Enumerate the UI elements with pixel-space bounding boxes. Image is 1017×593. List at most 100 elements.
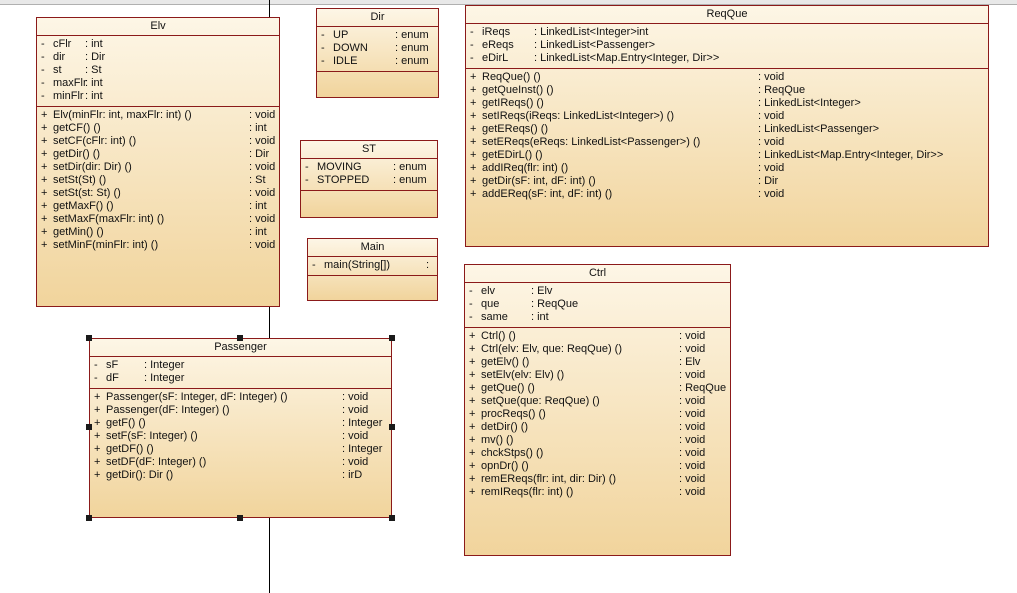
attribute-row[interactable]: -MOVING: enum [301,161,437,174]
visibility-marker: + [470,162,477,174]
operation-row[interactable]: +setSt(st: St) (): void [37,187,279,200]
attribute-row[interactable]: -dF: Integer [90,372,391,385]
operation-row[interactable]: +getQueInst() (): ReqQue [466,84,988,97]
operation-row[interactable]: +setIReqs(iReqs: LinkedList<Integer>) ()… [466,110,988,123]
visibility-marker: - [305,161,309,173]
selection-handle-top-middle[interactable] [237,335,243,341]
operation-row[interactable]: +setDF(dF: Integer) (): void [90,456,391,469]
visibility-marker: + [41,122,48,134]
visibility-marker: - [41,77,45,89]
operation-row[interactable]: +setSt(St) (): St [37,174,279,187]
operation-row[interactable]: +Elv(minFlr: int, maxFlr: int) (): void [37,109,279,122]
operation-row[interactable]: +setMaxF(maxFlr: int) (): void [37,213,279,226]
operation-row[interactable]: +ReqQue() (): void [466,71,988,84]
class-dir[interactable]: Dir -UP: enum-DOWN: enum-IDLE: enum [316,8,439,98]
attribute-row[interactable]: -DOWN: enum [317,42,438,55]
attribute-row[interactable]: -maxFlr: int [37,77,279,90]
operation-row[interactable]: +Ctrl(elv: Elv, que: ReqQue) (): void [465,343,730,356]
class-reqque[interactable]: ReqQue -iReqs: LinkedList<Integer>int-eR… [465,5,989,247]
class-name: Ctrl [465,265,730,283]
attributes-section: -elv: Elv-que: ReqQue-same: int [465,283,730,328]
operation-row[interactable]: +getElv() (): Elv [465,356,730,369]
operation-row[interactable]: +mv() (): void [465,434,730,447]
attribute-type: : enum [393,161,427,173]
return-type: : Integer [342,417,383,429]
attribute-name: same [481,311,508,323]
operation-row[interactable]: +getDir() (): Dir [37,148,279,161]
operation-row[interactable]: +getF() (): Integer [90,417,391,430]
operation-row[interactable]: +setMinF(minFlr: int) (): void [37,239,279,252]
operation-row[interactable]: +getEDirL() (): LinkedList<Map.Entry<Int… [466,149,988,162]
operation-row[interactable]: +getMin() (): int [37,226,279,239]
attribute-type: : Elv [531,285,553,297]
operation-row[interactable]: +setQue(que: ReqQue) (): void [465,395,730,408]
operation-signature: ReqQue() () [482,71,541,83]
selection-handle-bottom-right[interactable] [389,515,395,521]
operation-row[interactable]: +getQue() (): ReqQue [465,382,730,395]
attribute-row[interactable]: -que: ReqQue [465,298,730,311]
operation-row[interactable]: +remEReqs(flr: int, dir: Dir) (): void [465,473,730,486]
operation-row[interactable]: +getMaxF() (): int [37,200,279,213]
class-elv[interactable]: Elv -cFlr: int-dir: Dir-st: St-maxFlr: i… [36,17,280,307]
class-st[interactable]: ST -MOVING: enum-STOPPED: enum [300,140,438,218]
selection-handle-top-left[interactable] [86,335,92,341]
visibility-marker: - [470,26,474,38]
class-passenger[interactable]: Passenger -sF: Integer-dF: Integer +Pass… [89,338,392,518]
attribute-row[interactable]: -STOPPED: enum [301,174,437,187]
operation-row[interactable]: +setEReqs(eReqs: LinkedList<Passenger>) … [466,136,988,149]
selection-handle-top-right[interactable] [389,335,395,341]
visibility-marker: + [470,175,477,187]
attribute-row[interactable]: -dir: Dir [37,51,279,64]
operation-row[interactable]: +Passenger(dF: Integer) (): void [90,404,391,417]
attribute-row[interactable]: -eDirL: LinkedList<Map.Entry<Integer, Di… [466,52,988,65]
attribute-name: main(String[]) [324,259,391,271]
operation-row[interactable]: +getCF() (): int [37,122,279,135]
operation-row[interactable]: +setCF(cFlr: int) (): void [37,135,279,148]
operation-row[interactable]: +addIReq(flr: int) (): void [466,162,988,175]
operation-row[interactable]: +addEReq(sF: int, dF: int) (): void [466,188,988,201]
operation-row[interactable]: +setElv(elv: Elv) (): void [465,369,730,382]
operation-row[interactable]: +procReqs() (): void [465,408,730,421]
operation-row[interactable]: +setF(sF: Integer) (): void [90,430,391,443]
visibility-marker: + [470,188,477,200]
attribute-row[interactable]: -st: St [37,64,279,77]
operation-row[interactable]: +remIReqs(flr: int) (): void [465,486,730,499]
operation-row[interactable]: +getDir(sF: int, dF: int) (): Dir [466,175,988,188]
selection-handle-middle-left[interactable] [86,424,92,430]
class-ctrl[interactable]: Ctrl -elv: Elv-que: ReqQue-same: int +Ct… [464,264,731,556]
operation-row[interactable]: +getDir(): Dir (): irD [90,469,391,482]
operation-row[interactable]: +getEReqs() (): LinkedList<Passenger> [466,123,988,136]
attribute-row[interactable]: -iReqs: LinkedList<Integer>int [466,26,988,39]
visibility-marker: + [469,460,476,472]
operation-row[interactable]: +setDir(dir: Dir) (): void [37,161,279,174]
operation-row[interactable]: +detDir() (): void [465,421,730,434]
attributes-section: -UP: enum-DOWN: enum-IDLE: enum [317,27,438,72]
operation-signature: getDir(sF: int, dF: int) () [482,175,596,187]
attribute-row[interactable]: -cFlr: int [37,38,279,51]
class-main[interactable]: Main -main(String[]): [307,238,438,301]
attribute-row[interactable]: -same: int [465,311,730,324]
visibility-marker: - [321,42,325,54]
operation-row[interactable]: +getIReqs() (): LinkedList<Integer> [466,97,988,110]
operation-row[interactable]: +Ctrl() (): void [465,330,730,343]
attribute-row[interactable]: -IDLE: enum [317,55,438,68]
visibility-marker: + [41,200,48,212]
attribute-row[interactable]: -sF: Integer [90,359,391,372]
attribute-row[interactable]: -minFlr: int [37,90,279,103]
visibility-marker: + [470,110,477,122]
operation-row[interactable]: +getDF() (): Integer [90,443,391,456]
visibility-marker: + [469,356,476,368]
attribute-row[interactable]: -main(String[]): [308,259,437,272]
selection-handle-middle-right[interactable] [389,424,395,430]
return-type: : void [249,109,276,121]
operation-row[interactable]: +Passenger(sF: Integer, dF: Integer) ():… [90,391,391,404]
operation-signature: setDF(dF: Integer) () [106,456,207,468]
operation-row[interactable]: +chckStps() (): void [465,447,730,460]
operation-row[interactable]: +opnDr() (): void [465,460,730,473]
attribute-row[interactable]: -elv: Elv [465,285,730,298]
return-type: : void [758,162,785,174]
attribute-row[interactable]: -UP: enum [317,29,438,42]
selection-handle-bottom-left[interactable] [86,515,92,521]
selection-handle-bottom-middle[interactable] [237,515,243,521]
attribute-row[interactable]: -eReqs: LinkedList<Passenger> [466,39,988,52]
